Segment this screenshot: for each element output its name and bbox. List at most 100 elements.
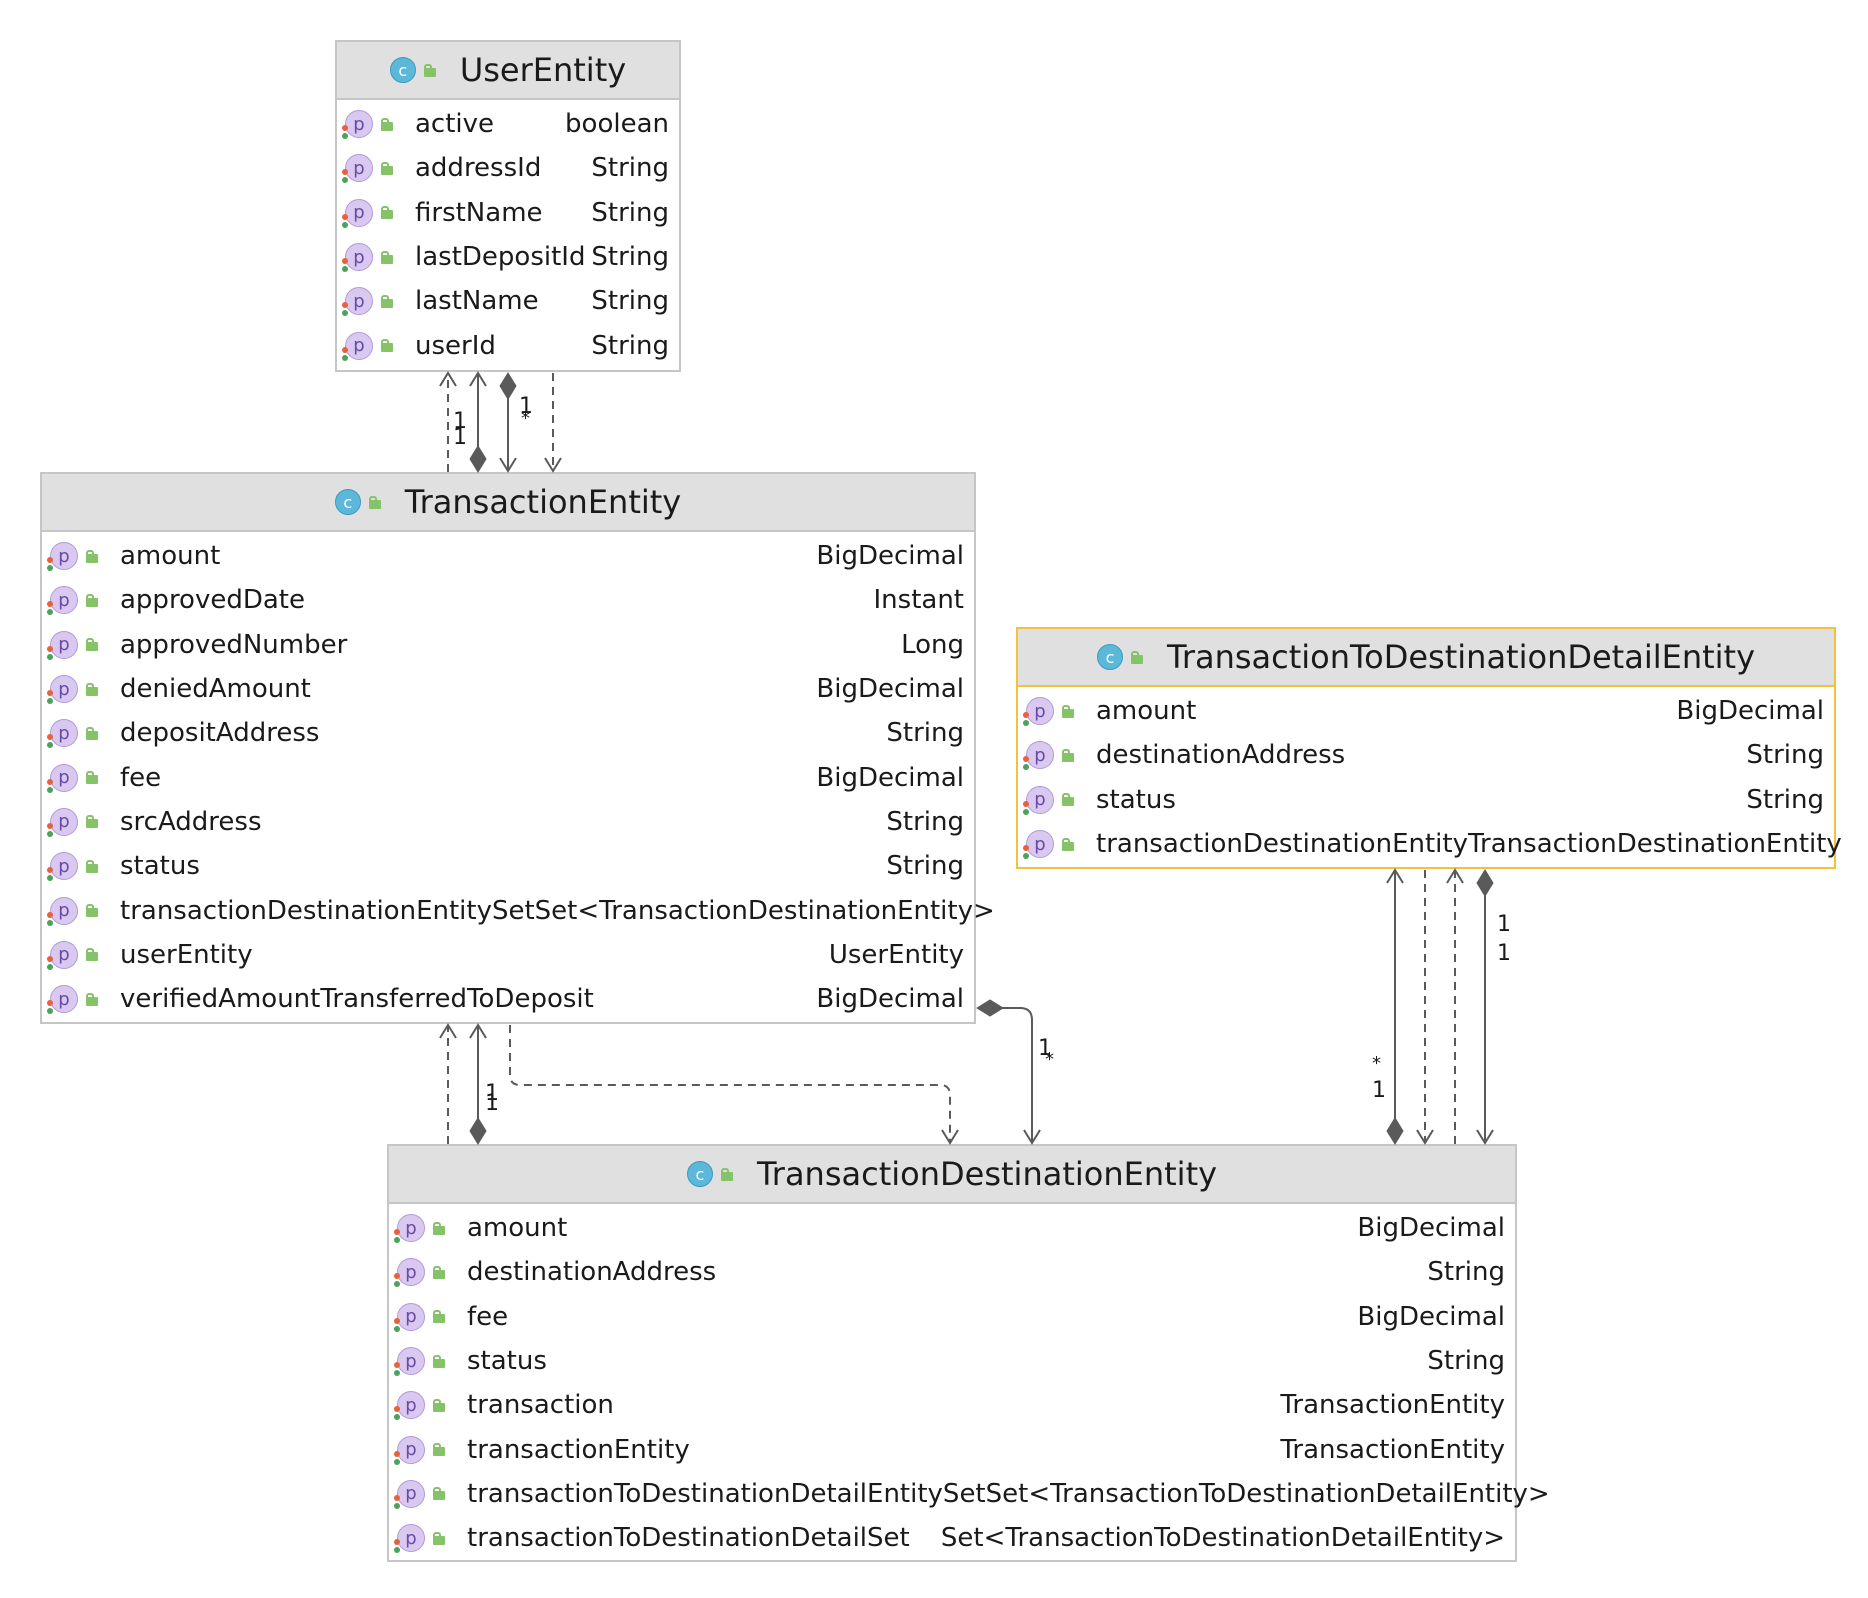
- open-arrowhead: [499, 457, 517, 473]
- public-lock-icon: [381, 339, 393, 353]
- field-type: TransactionEntity: [1280, 1434, 1505, 1465]
- property-icon: p: [342, 243, 373, 273]
- field-name: userEntity: [120, 939, 253, 970]
- class-header[interactable]: c TransactionEntity: [42, 474, 974, 532]
- field-name: lastDepositId: [415, 242, 586, 273]
- open-arrowhead: [439, 1023, 457, 1039]
- property-icon: p: [47, 896, 78, 926]
- open-arrowhead: [1416, 1129, 1434, 1145]
- property-icon: p: [1023, 830, 1054, 860]
- class-name: UserEntity: [459, 51, 627, 89]
- public-lock-icon: [86, 593, 98, 607]
- field-name: amount: [1096, 696, 1197, 727]
- field-name: addressId: [415, 153, 542, 184]
- field-type: Set<TransactionToDestinationDetailEntity…: [940, 1523, 1505, 1554]
- open-arrowhead: [1476, 1129, 1494, 1145]
- field-type: String: [591, 197, 669, 228]
- property-icon: p: [394, 1435, 425, 1465]
- field-type: Instant: [873, 585, 965, 616]
- public-lock-icon: [433, 1354, 445, 1368]
- class-header[interactable]: c TransactionDestinationEntity: [389, 1146, 1515, 1204]
- field-type: String: [591, 242, 669, 273]
- property-icon: p: [394, 1391, 425, 1421]
- field-name: amount: [467, 1213, 568, 1244]
- field-name: transactionDestinationEntity: [1096, 829, 1468, 860]
- field-type: BigDecimal: [816, 762, 964, 793]
- field-type: BigDecimal: [816, 674, 964, 705]
- open-arrowhead: [469, 1023, 487, 1039]
- public-lock-icon: [86, 638, 98, 652]
- multiplicity-label: 1: [485, 1091, 499, 1116]
- property-icon: p: [47, 985, 78, 1015]
- field-name: transactionDestinationEntitySet: [120, 895, 535, 926]
- class-header[interactable]: c UserEntity: [337, 42, 679, 100]
- public-lock-icon: [433, 1221, 445, 1235]
- public-lock-icon: [86, 771, 98, 785]
- open-arrowhead: [941, 1129, 959, 1145]
- class-transactiontodestinationdetailentity[interactable]: c TransactionToDestinationDetailEntity p…: [1016, 627, 1842, 869]
- property-icon: p: [394, 1214, 425, 1244]
- public-lock-icon: [86, 815, 98, 829]
- public-lock-icon: [86, 549, 98, 563]
- property-icon: p: [394, 1302, 425, 1332]
- composition-diamond: [469, 1117, 487, 1145]
- property-icon: p: [47, 586, 78, 616]
- public-lock-icon: [381, 294, 393, 308]
- class-name: TransactionToDestinationDetailEntity: [1166, 638, 1756, 676]
- open-arrowhead: [469, 371, 487, 387]
- property-icon: p: [1023, 697, 1054, 727]
- field-name: srcAddress: [120, 806, 262, 837]
- field-name: status: [120, 851, 200, 882]
- field-type: BigDecimal: [816, 541, 964, 572]
- public-lock-icon: [433, 1310, 445, 1324]
- public-lock-icon: [433, 1487, 445, 1501]
- multiplicity-label: 1: [485, 1081, 499, 1106]
- multiplicity-label: *: [1372, 1053, 1381, 1074]
- class-header[interactable]: c TransactionToDestinationDetailEntity: [1018, 629, 1834, 687]
- property-icon: p: [47, 763, 78, 793]
- field-type: String: [1746, 740, 1824, 771]
- dependency-line: [509, 1025, 951, 1143]
- field-name: transactionEntity: [467, 1434, 690, 1465]
- public-lock-icon: [1130, 650, 1143, 664]
- public-lock-icon: [86, 904, 98, 918]
- public-lock-icon: [1062, 704, 1074, 718]
- field-row[interactable]: p transactionEntity TransactionEntity: [389, 1427, 1515, 1471]
- multiplicity-label: 1: [453, 425, 467, 450]
- public-lock-icon: [381, 250, 393, 264]
